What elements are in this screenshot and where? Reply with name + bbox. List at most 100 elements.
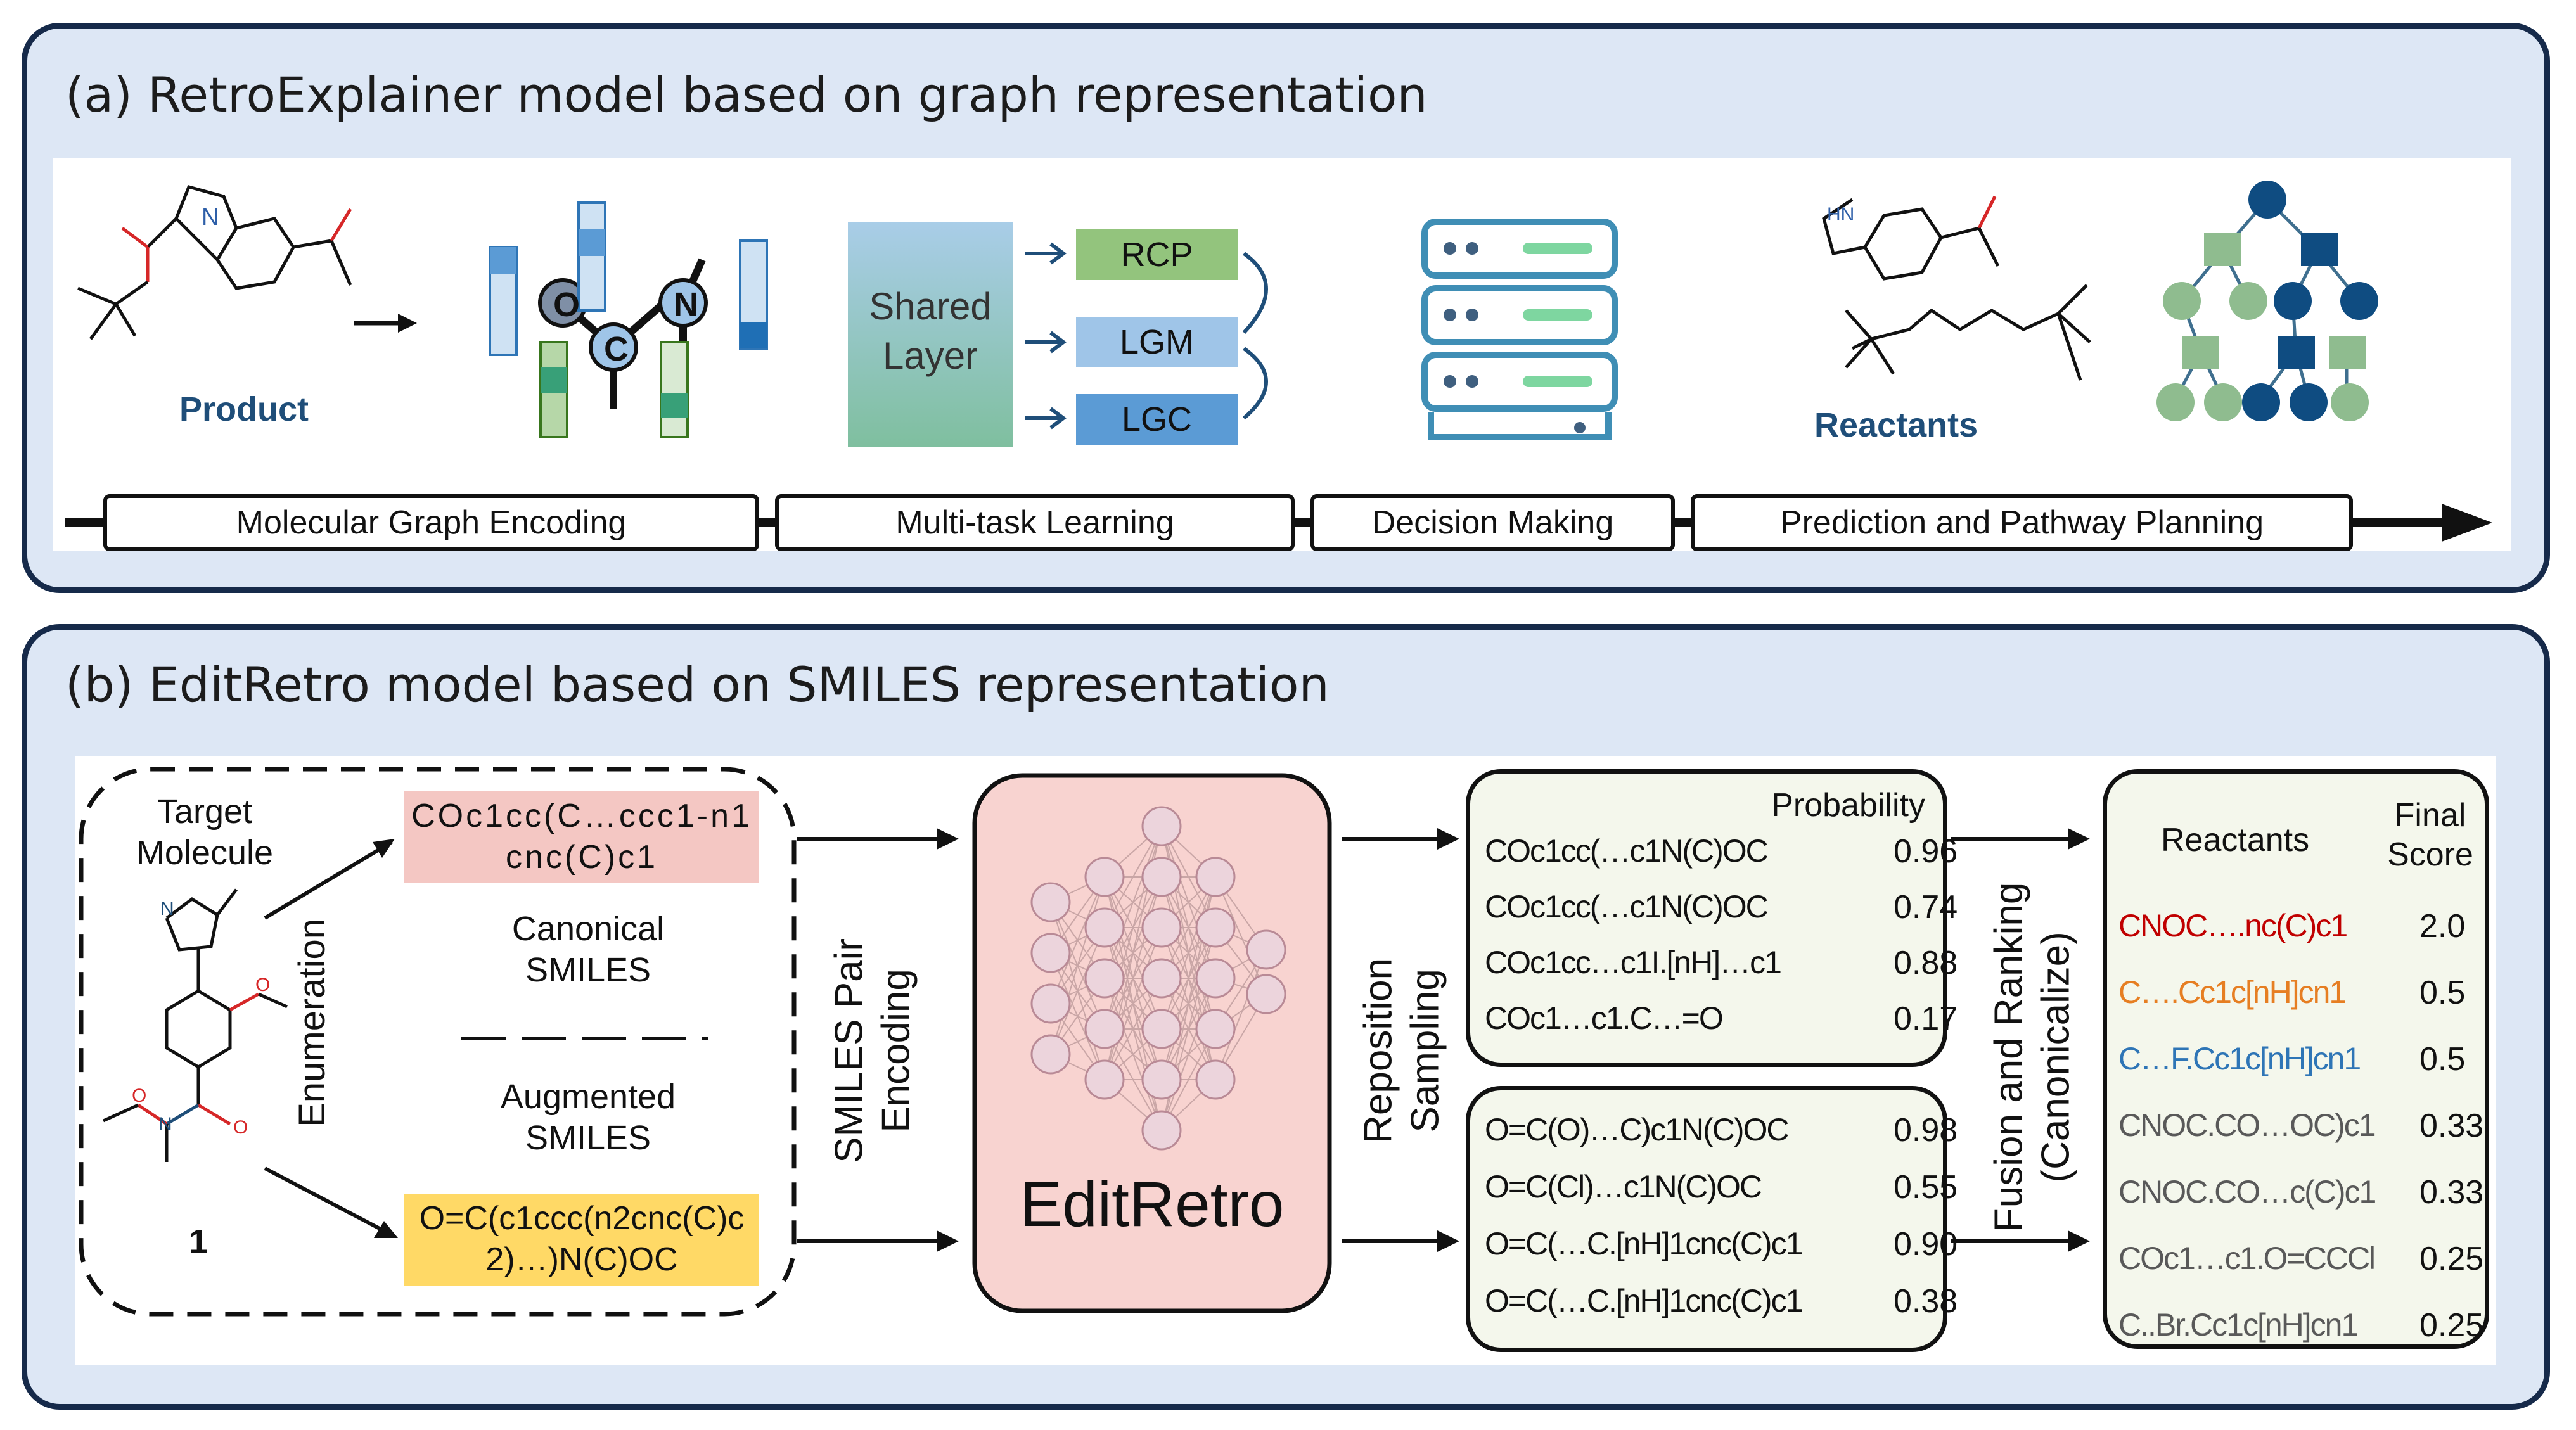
nn-node: [1030, 882, 1071, 922]
arrow-fusion-bottom: [2068, 1230, 2090, 1252]
nn-node: [1246, 974, 1286, 1014]
enum-arrow-down: [264, 1166, 393, 1237]
canonical-smiles-text: COc1cc(C…ccc1-n1cnc(C)c1: [411, 798, 752, 876]
nn-node: [1195, 1059, 1236, 1100]
amide-n-label: N: [158, 1114, 172, 1135]
probability-header: Probability: [1771, 787, 1925, 824]
input-dashed-box: [79, 767, 797, 1317]
stage-decision-making: Decision Making: [1310, 494, 1675, 551]
nn-node: [1084, 1059, 1125, 1100]
methoxy-o-label: O: [255, 974, 270, 995]
nn-node: [1084, 857, 1125, 897]
ring-n-label: N: [160, 898, 174, 919]
ranked-final-score: 0.5: [2419, 1041, 2466, 1078]
ranked-final-score: 0.25: [2419, 1241, 2484, 1277]
panel-b-canvas: N O O N O: [75, 756, 2496, 1365]
output-probability: 0.55: [1894, 1169, 1958, 1206]
reactant-molecules-icon: [1822, 195, 2091, 381]
reposition-sampling-label: Reposition Sampling: [1356, 957, 1447, 1144]
ranked-final-score: 0.33: [2419, 1108, 2484, 1144]
target-molecule-icon: [102, 888, 288, 1162]
nn-node: [1195, 958, 1236, 999]
product-label: Product: [179, 390, 309, 428]
stage-prediction-pathway-planning: Prediction and Pathway Planning: [1691, 494, 2353, 551]
atom-n-label: N: [674, 286, 698, 324]
nn-node: [1030, 933, 1071, 973]
atom-c-label: C: [604, 330, 629, 368]
canonical-smiles-label: Canonical SMILES: [511, 910, 665, 989]
reactants-header: Reactants: [2161, 822, 2310, 859]
task-lgm: LGM: [1119, 323, 1195, 361]
ranked-final-score: 0.25: [2419, 1307, 2484, 1344]
ranked-final-score: 0.5: [2419, 974, 2466, 1011]
output-probability: 0.38: [1894, 1283, 1958, 1320]
server-lights: [1444, 242, 1592, 433]
nn-connection: [1050, 876, 1105, 1004]
enum-arrow-up: [264, 840, 393, 920]
canonical-output-box: Probability: [1466, 769, 1947, 1067]
nn-node: [1246, 929, 1286, 970]
final-score-header: Final Score: [2387, 797, 2473, 874]
product-molecule-icon: [77, 185, 352, 340]
pair-encoding-label: SMILES Pair Encoding: [827, 938, 918, 1163]
nn-connection: [1215, 949, 1267, 1080]
task-lgc: LGC: [1121, 400, 1193, 438]
timeline-arrowhead: [2442, 504, 2492, 542]
ranked-reactant-smiles: CNOC.CO…c(C)c1: [2118, 1174, 2376, 1210]
shared-layer-box: [848, 222, 1013, 447]
nn-node: [1030, 1034, 1071, 1075]
ranked-reactant-smiles: C….Cc1c[nH]cn1: [2118, 974, 2347, 1010]
augmented-smiles-text: O=C(c1ccc(n2cnc(C)c2)…)N(C)OC: [419, 1200, 745, 1278]
task-interaction-arrows: [1242, 252, 1268, 420]
nn-node: [1141, 857, 1182, 897]
nn-node: [1141, 806, 1182, 846]
nn-node: [1195, 857, 1236, 897]
panel-a-graphics: N: [65, 181, 2492, 542]
ranked-reactant-smiles: C..Br.Cc1c[nH]cn1: [2118, 1307, 2359, 1343]
augmented-output-box: [1466, 1086, 1947, 1352]
nn-connection: [1161, 978, 1216, 1131]
nn-node: [1141, 1009, 1182, 1049]
server-icon: [1421, 219, 1618, 440]
ranked-reactant-smiles: CNOC.CO…OC)c1: [2118, 1108, 2376, 1143]
arrow-augmented-in: [937, 1230, 959, 1252]
task-arrows: [1025, 242, 1067, 430]
pathway-tree-icon: [2156, 181, 2378, 421]
nn-node: [1195, 907, 1236, 948]
output-probability: 0.90: [1894, 1226, 1958, 1263]
arrow-fusion-top: [2068, 828, 2090, 850]
nn-connection: [1215, 876, 1267, 995]
augmented-smiles-label: Augmented SMILES: [500, 1078, 676, 1157]
ranked-final-score: 2.0: [2419, 908, 2466, 945]
output-probability: 0.17: [1894, 1000, 1958, 1037]
nn-connection: [1104, 826, 1162, 979]
output-smiles: COc1cc(…c1N(C)OC: [1485, 889, 1769, 924]
output-probability: 0.98: [1894, 1112, 1958, 1149]
nn-connection: [1050, 927, 1105, 1055]
nn-connection: [1050, 876, 1105, 1055]
neural-network-icon: [1030, 806, 1286, 1151]
compound-number: 1: [189, 1223, 208, 1261]
shared-layer-label: Shared Layer: [869, 285, 992, 377]
nn-node: [1141, 1110, 1182, 1151]
nn-connection: [1104, 927, 1162, 1080]
arrow-augmented-out: [1437, 1230, 1459, 1252]
ranked-final-score: 0.33: [2419, 1174, 2484, 1211]
n-atom-label: N: [202, 204, 219, 231]
nn-node: [1030, 983, 1071, 1024]
panel-a-canvas: N: [53, 158, 2511, 551]
nn-node: [1084, 1009, 1125, 1049]
panel-a: (a) RetroExplainer model based on graph …: [22, 23, 2550, 593]
output-smiles: O=C(O)…C)c1N(C)OC: [1485, 1112, 1789, 1147]
reactants-label: Reactants: [1814, 406, 1978, 444]
hn-label: HN: [1827, 204, 1854, 225]
atom-o-label: O: [553, 286, 580, 324]
nn-node: [1084, 907, 1125, 948]
fusion-ranking-label: Fusion and Ranking (Canonicalize): [1987, 882, 2078, 1232]
output-smiles: O=C(…C.[nH]1cnc(C)c1: [1485, 1226, 1803, 1261]
canonical-smiles-box: [404, 791, 759, 883]
panel-b: (b) EditRetro model based on SMILES repr…: [22, 624, 2550, 1410]
output-probability: 0.74: [1894, 889, 1958, 926]
output-smiles: O=C(…C.[nH]1cnc(C)c1: [1485, 1283, 1803, 1318]
ranked-reactant-smiles: C…F.Cc1c[nH]cn1: [2118, 1041, 2361, 1076]
